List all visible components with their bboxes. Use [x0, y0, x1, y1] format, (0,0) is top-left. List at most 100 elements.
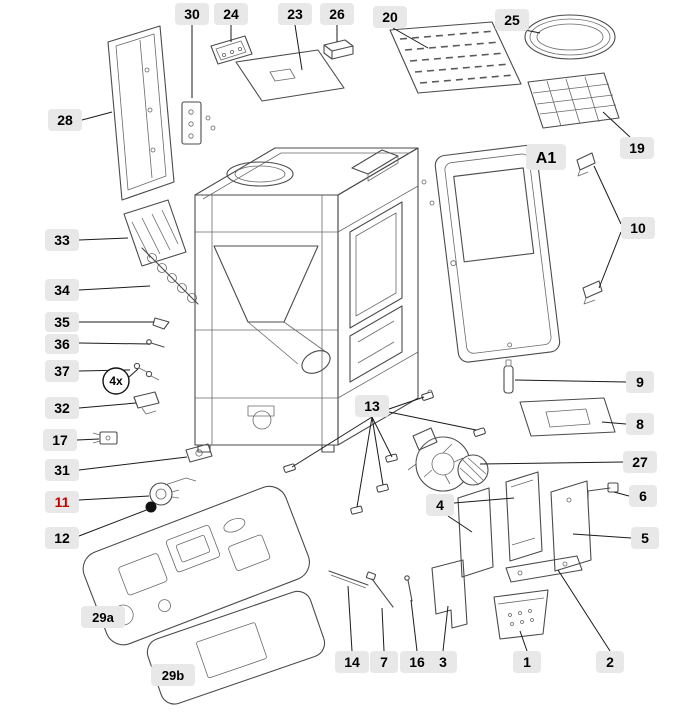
svg-text:6: 6 [639, 488, 647, 504]
svg-text:17: 17 [52, 432, 68, 448]
part-switch-17 [92, 431, 118, 445]
part-small-box-26 [323, 39, 354, 60]
svg-text:12: 12 [54, 530, 70, 546]
svg-text:4x: 4x [109, 374, 123, 388]
callout-4: 4 [426, 494, 454, 516]
part-panel-3 [431, 559, 468, 629]
callout-14: 14 [335, 651, 369, 673]
part-hatched-panel-33 [123, 199, 187, 267]
callout-11: 11 [45, 491, 79, 513]
svg-text:35: 35 [54, 314, 70, 330]
svg-text:29b: 29b [162, 668, 184, 683]
callout-24: 24 [214, 3, 248, 25]
part-panel-5 [550, 480, 592, 572]
part-fan-27 [407, 427, 489, 492]
callout-31: 31 [45, 459, 79, 481]
part-door-a1 [434, 144, 561, 363]
callout-6: 6 [629, 485, 657, 507]
part-screws-37 [133, 362, 160, 381]
svg-text:20: 20 [382, 9, 398, 25]
svg-text:33: 33 [54, 232, 70, 248]
callout-3: 3 [429, 651, 457, 673]
svg-text:36: 36 [54, 336, 70, 352]
callout-7: 7 [370, 651, 398, 673]
callout-29a: 29a [81, 606, 125, 628]
callout-19: 19 [620, 137, 654, 159]
callout-a1: A1 [526, 144, 566, 170]
svg-text:10: 10 [630, 220, 646, 236]
callout-32: 32 [45, 397, 79, 419]
part-gasket-ring-25 [524, 14, 616, 60]
part-gasket-plate-29a [82, 485, 310, 646]
svg-text:5: 5 [641, 530, 649, 546]
callout-30: 30 [175, 3, 209, 25]
part-burn-pot-1 [493, 589, 549, 640]
part-knob-12 [145, 501, 157, 513]
quantity-badge: 4x [102, 367, 130, 395]
part-bracket-2 [505, 555, 583, 583]
svg-text:1: 1 [523, 654, 531, 670]
callout-9: 9 [626, 371, 654, 393]
part-bracket-32 [133, 391, 160, 415]
callout-34: 34 [45, 279, 79, 301]
svg-text:11: 11 [55, 494, 70, 510]
svg-text:29a: 29a [92, 610, 114, 625]
callout-12: 12 [45, 527, 79, 549]
part-side-panel-28 [107, 25, 175, 201]
svg-text:14: 14 [344, 654, 360, 670]
svg-text:25: 25 [504, 12, 520, 28]
part-bracket-30 [181, 101, 216, 145]
part-pin-16 [404, 575, 413, 602]
callout-33: 33 [45, 229, 79, 251]
svg-text:3: 3 [439, 654, 447, 670]
callout-10: 10 [621, 217, 655, 239]
svg-text:24: 24 [223, 6, 239, 22]
callout-23: 23 [278, 3, 312, 25]
callout-27: 27 [623, 451, 657, 473]
callout-13: 13 [355, 395, 389, 417]
svg-text:13: 13 [364, 398, 380, 414]
part-panels-4 [457, 471, 543, 578]
svg-text:8: 8 [636, 416, 644, 432]
svg-text:26: 26 [329, 6, 345, 22]
part-tray-8 [519, 397, 616, 437]
svg-text:9: 9 [636, 374, 644, 390]
part-chassis-frame [194, 147, 435, 453]
svg-text:A1: A1 [536, 150, 557, 167]
callout-35: 35 [45, 312, 79, 332]
callout-17: 17 [43, 429, 77, 451]
part-auger-34 [141, 247, 199, 305]
callout-28: 28 [48, 109, 82, 131]
svg-text:27: 27 [632, 454, 648, 470]
part-igniter-9 [503, 359, 514, 394]
callout-25: 25 [495, 9, 529, 31]
part-rod-14 [328, 570, 369, 589]
callout-29b: 29b [151, 664, 195, 686]
callout-16: 16 [400, 651, 434, 673]
svg-text:23: 23 [287, 6, 303, 22]
part-heat-exchanger-grid-20 [389, 21, 522, 94]
svg-text:32: 32 [54, 400, 70, 416]
callout-8: 8 [626, 413, 654, 435]
callout-37: 37 [45, 360, 79, 382]
part-screw-36 [146, 339, 165, 348]
svg-text:19: 19 [629, 140, 645, 156]
svg-text:7: 7 [380, 654, 388, 670]
callout-2: 2 [596, 651, 624, 673]
part-clips-13 [283, 391, 486, 515]
part-clip-35 [152, 317, 170, 330]
callout-1: 1 [513, 651, 541, 673]
part-pressure-switch-11 [149, 477, 197, 506]
part-brackets-10 [576, 152, 603, 305]
svg-text:34: 34 [54, 282, 70, 298]
part-rod-7 [365, 571, 394, 608]
svg-text:31: 31 [54, 462, 70, 478]
part-grid-plate-19 [527, 72, 620, 129]
part-bracket-31 [185, 443, 213, 463]
callout-5: 5 [631, 527, 659, 549]
svg-text:4: 4 [436, 497, 444, 513]
svg-text:2: 2 [606, 654, 614, 670]
leader-lines [76, 24, 632, 652]
